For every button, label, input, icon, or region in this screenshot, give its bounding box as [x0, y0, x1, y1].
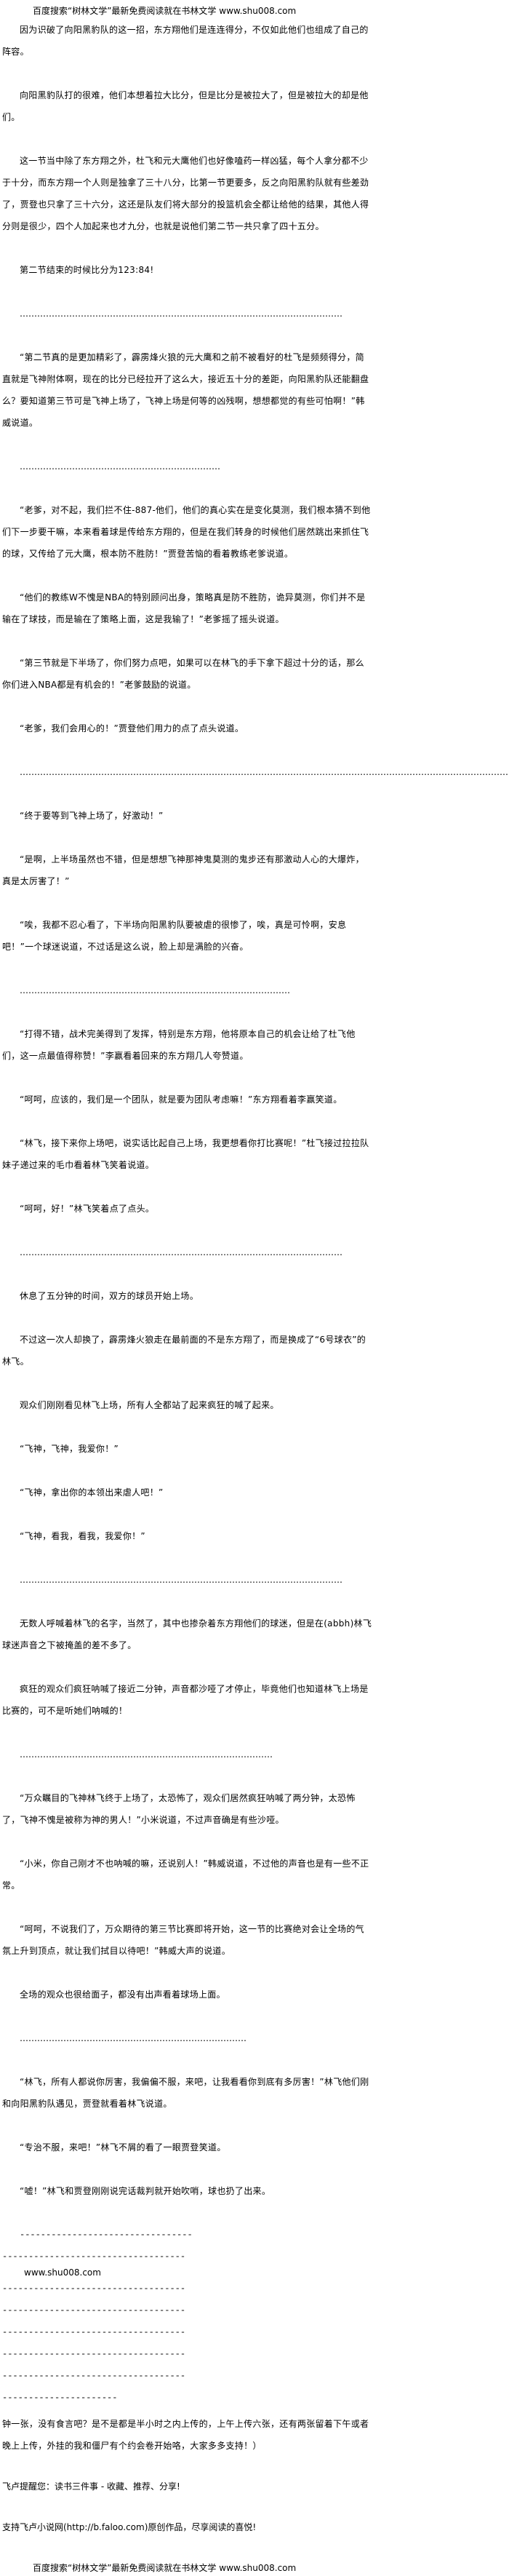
scene-break: …………………………………………………………………………………………………	[20, 309, 342, 319]
paragraph: 向阳黑豹队打的很难，他们本想着拉大比分，但是比分是被拉大了，但是被拉大的却是他们…	[2, 90, 369, 122]
paragraph: “唉，我都不忍心看了，下半场向阳黑豹队要被虐的很惨了，唉，真是可怜啊，安息吧！”…	[2, 920, 347, 952]
paragraph: “飞神，飞神，我爱你！”	[20, 1444, 119, 1454]
divider-line: -----------------------------------	[2, 2251, 186, 2262]
paragraph: “终于要等到飞神上场了，好激动！”	[20, 811, 164, 821]
paragraph: “飞神，看我，看我，我爱你！”	[20, 1531, 145, 1541]
divider-line: -----------------------------------	[2, 2283, 186, 2294]
chapter-page: 百度搜索“树林文学”最新免费阅读就在书林文学 www.shu008.com 因为…	[0, 3, 508, 2576]
scene-break: …………………………………………………………………………………………………	[20, 1247, 342, 1257]
scene-break: ……………………………………………………………	[20, 461, 220, 472]
paragraph: “飞神，拿出你的本领出来虐人吧！”	[20, 1487, 164, 1498]
site-url[interactable]: www.shu008.com	[24, 2267, 101, 2278]
paragraph: 休息了五分钟的时间，双方的球员开始上场。	[20, 1291, 199, 1301]
paragraph: 观众们刚刚看见林飞上场，所有人全都站了起来疯狂的喊了起来。	[20, 1400, 279, 1410]
paragraph: “他们的教练W不愧是NBA的特别顾问出身，策略真是防不胜防，诡异莫测，你们并不是…	[2, 592, 366, 624]
paragraph: “老爹，对不起，我们拦不住-887-他们，他们的真心实在是变化莫测，我们根本猜不…	[2, 505, 371, 559]
paragraph: “林飞，所有人都说你厉害，我偏偏不服，来吧，让我看看你到底有多厉害！”林飞他们刚…	[2, 2077, 369, 2109]
paragraph: 无数人呼喊着林飞的名字，当然了，其中也掺杂着东方翔他们的球迷，但是在(abbh)…	[2, 1618, 372, 1650]
chapter-tail: ----------------------------------- www.…	[2, 2246, 373, 2409]
support-text: 支持飞卢小说网(http://b.faloo.com)原创作品，尽享阅读的喜悦!	[2, 2522, 257, 2532]
paragraph: “万众瞩目的飞神林飞终于上场了，太恐怖了，观众们居然疯狂呐喊了两分钟，太恐怖了，…	[2, 1793, 356, 1825]
divider-line: ---------------------------------	[20, 2230, 193, 2240]
paragraph: “小米，你自己刚才不也呐喊的嘛，还说别人！”韩威说道，不过他的声音也是有一些不正…	[2, 1859, 369, 1891]
scene-break: …………………………………………………………………………………	[20, 985, 290, 995]
paragraph: 全场的观众也很给面子，都没有出声看着球场上面。	[20, 1989, 225, 2000]
paragraph: “第三节就是下半场了，你们努力点吧，如果可以在林飞的手下拿下超过十分的话，那么你…	[2, 658, 364, 690]
divider-line: ----------------------	[2, 2393, 118, 2403]
paragraph: 疯狂的观众们疯狂呐喊了接近二分钟，声音都沙哑了才停止，毕竟他们也知道林飞上场是比…	[2, 1684, 369, 1716]
paragraph: 这一节当中除了东方翔之外，杜飞和元大鹰他们也好像嗑药一样凶猛，每个人拿分都不少于…	[2, 156, 369, 231]
site-banner-bottom: 百度搜索“树林文学”最新免费阅读就在书林文学 www.shu008.com	[33, 2563, 297, 2573]
paragraph: 不过这一次人却换了，霹雳烽火狼走在最前面的不是东方翔了，而是换成了“6号球衣”的…	[2, 1335, 366, 1367]
paragraph: “呵呵，好！”林飞笑着点了点头。	[20, 1204, 155, 1214]
paragraph: “专治不服，来吧！”林飞不屑的看了一眼贾登笑道。	[20, 2142, 226, 2152]
paragraph: “嘘！”林飞和贾登刚刚说完话裁判就开始吹哨，球也扔了出来。	[20, 2186, 271, 2196]
paragraph: “第二节真的是更加精彩了，霹雳烽火狼的元大鹰和之前不被看好的杜飞是频频得分，简直…	[2, 352, 369, 428]
reminder-text: 飞卢提醒您：读书三件事 - 收藏、推荐、分享!	[2, 2481, 180, 2492]
author-note: 钟一张，没有食言吧？是不是都是半小时之内上传的，上午上传六张，还有两张留着下午或…	[2, 2419, 369, 2451]
paragraph: 因为识破了向阳黑豹队的这一招，东方翔他们是连连得分，不仅如此他们也组成了自己的阵…	[2, 25, 369, 57]
site-banner-top: 百度搜索“树林文学”最新免费阅读就在书林文学 www.shu008.com	[33, 6, 297, 16]
paragraph: “呵呵，应该的，我们是一个团队，就是要为团队考虑嘛！”东方翔看着李赢笑道。	[20, 1094, 342, 1105]
paragraph: “老爹，我们会用心的！”贾登他们用力的点了点头说道。	[20, 723, 244, 734]
scene-break: ……………………………………………………………………………	[20, 1749, 273, 1760]
paragraph: “是啊，上半场虽然也不错，但是想想飞神那神鬼莫测的鬼步还有那激动人心的大爆炸，真…	[2, 854, 364, 886]
scene-break: ……………………………………………………………………………………………………………	[20, 767, 508, 777]
paragraph: “打得不错，战术完美得到了发挥，特别是东方翔，他将原本自己的机会让给了杜飞他们，…	[2, 1029, 356, 1061]
divider-line: -----------------------------------	[2, 2305, 186, 2315]
chapter-body: 因为识破了向阳黑豹队的这一招，东方翔他们是连连得分，不仅如此他们也组成了自己的阵…	[2, 19, 508, 2202]
divider-line: -----------------------------------	[2, 2371, 186, 2381]
scene-break: …………………………………………………………………………………………………	[20, 1575, 342, 1585]
paragraph: “呵呵，不说我们了，万众期待的第三节比赛即将开始，这一节的比赛绝对会让全场的气氛…	[2, 1924, 364, 1956]
divider-line: -----------------------------------	[2, 2327, 186, 2337]
scene-break: ……………………………………………………………………	[20, 2033, 247, 2043]
paragraph: “林飞，接下来你上场吧，说实话比起自己上场，我更想看你打比赛呢！”杜飞接过拉拉队…	[2, 1138, 369, 1170]
paragraph: 第二节结束的时候比分为123:84!	[20, 265, 154, 275]
divider-line: -----------------------------------	[2, 2349, 186, 2359]
